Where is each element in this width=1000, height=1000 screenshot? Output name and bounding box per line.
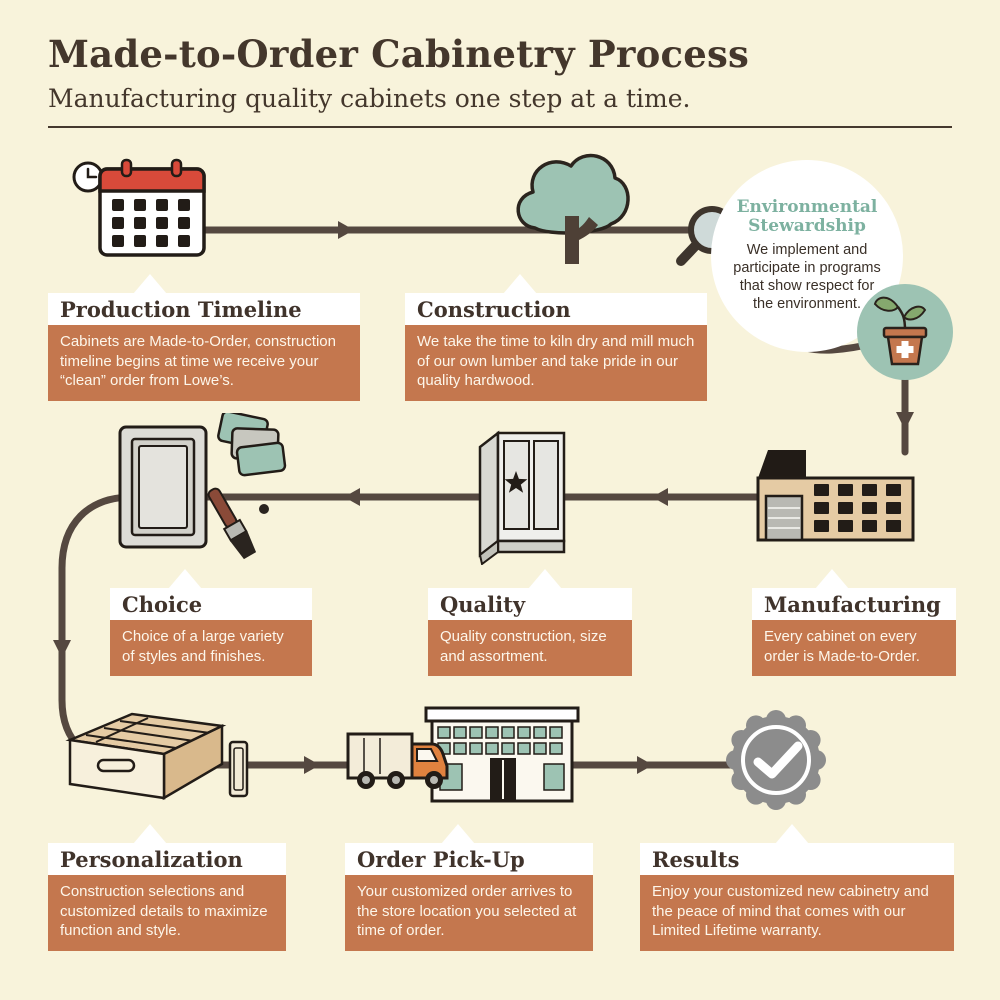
step-manufacturing: Manufacturing Every cabinet on every ord… (752, 569, 956, 676)
step-title: Results (640, 843, 954, 875)
page-title: Made-to-Order Cabinetry Process (48, 32, 750, 76)
factory-icon (748, 438, 923, 555)
truck-store-icon (340, 700, 580, 820)
header-divider (48, 126, 952, 128)
step-personalization: Personalization Construction selections … (48, 824, 286, 951)
door-swatches-paintbrush-icon (112, 410, 302, 576)
step-text: We take the time to kiln dry and mill mu… (405, 325, 707, 401)
step-order-pickup: Order Pick-Up Your customized order arri… (345, 824, 593, 951)
calendar-clock-icon (70, 155, 210, 265)
step-title: Manufacturing (752, 588, 956, 620)
step-title: Quality (428, 588, 632, 620)
check-seal-icon (720, 704, 832, 821)
pointer-up (133, 274, 167, 294)
step-text: Choice of a large variety of styles and … (110, 620, 312, 676)
step-text: Construction selections and customized d… (48, 875, 286, 951)
step-title: Construction (405, 293, 707, 325)
step-production-timeline: Production Timeline Cabinets are Made-to… (48, 274, 360, 401)
step-title: Choice (110, 588, 312, 620)
potted-plant-icon (857, 284, 953, 380)
step-results: Results Enjoy your customized new cabine… (640, 824, 954, 951)
tree-icon (505, 140, 635, 275)
step-title: Order Pick-Up (345, 843, 593, 875)
callout-title: Environmental Stewardship (736, 197, 878, 236)
pointer-up (775, 824, 809, 844)
pointer-up (528, 569, 562, 589)
step-text: Your customized order arrives to the sto… (345, 875, 593, 951)
step-text: Enjoy your customized new cabinetry and … (640, 875, 954, 951)
step-quality: Quality Quality construction, size and a… (428, 569, 632, 676)
star-cabinet-icon (470, 423, 578, 570)
drawer-organizer-icon (52, 702, 252, 825)
pointer-up (168, 569, 202, 589)
step-title: Production Timeline (48, 293, 360, 325)
step-text: Every cabinet on every order is Made-to-… (752, 620, 956, 676)
pointer-up (815, 569, 849, 589)
pointer-up (441, 824, 475, 844)
page-subtitle: Manufacturing quality cabinets one step … (48, 84, 691, 113)
step-choice: Choice Choice of a large variety of styl… (110, 569, 312, 676)
step-text: Cabinets are Made-to-Order, construction… (48, 325, 360, 401)
step-text: Quality construction, size and assortmen… (428, 620, 632, 676)
step-construction: Construction We take the time to kiln dr… (405, 274, 707, 401)
pointer-up (133, 824, 167, 844)
step-title: Personalization (48, 843, 286, 875)
pointer-up (503, 274, 537, 294)
